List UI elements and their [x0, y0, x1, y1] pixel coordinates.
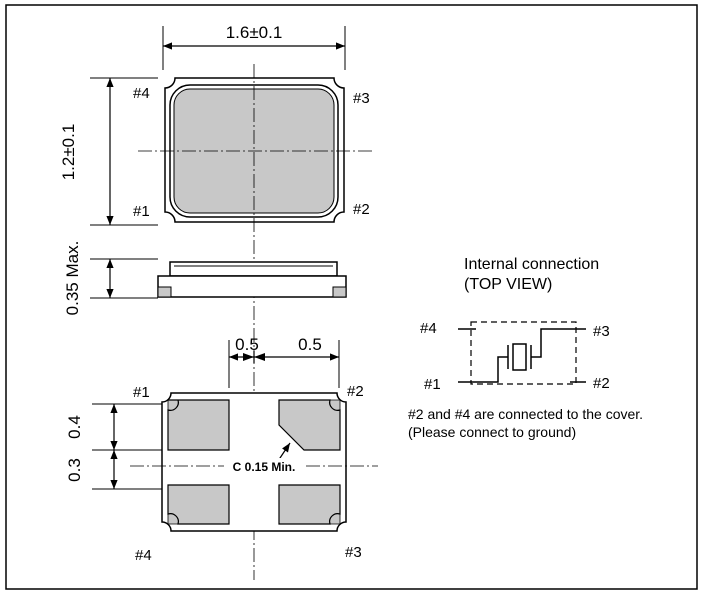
ic-pin1-label: #1 — [424, 376, 441, 393]
pad-pin3-label: #3 — [345, 544, 362, 561]
ic-pin4-label: #4 — [420, 320, 437, 337]
drawing-frame — [5, 4, 698, 590]
ic-pin2-label: #2 — [593, 375, 610, 392]
side-lid — [169, 261, 338, 277]
top-view: 1.6±0.1 1.2±0.1 #4 #3 #1 #2 — [59, 23, 372, 580]
internal-connection: Internal connection (TOP VIEW) #4 #3 #1 … — [408, 256, 643, 440]
side-base — [157, 275, 347, 298]
pad-3 — [278, 484, 341, 525]
pad-pin1-label: #1 — [133, 384, 150, 401]
ic-pin3-label: #3 — [593, 323, 610, 340]
top-pin4-label: #4 — [133, 85, 150, 102]
cover-note-line1: #2 and #4 are connected to the cover. — [408, 406, 643, 422]
top-pin3-label: #3 — [353, 90, 370, 107]
top-pin2-label: #2 — [353, 201, 370, 218]
upper-pad-dimension-label: 0.4 — [65, 415, 84, 439]
pad-4 — [167, 484, 230, 525]
side-terminal-right — [332, 286, 347, 298]
pin3-wire — [531, 328, 570, 358]
side-view: 0.35 Max. — [63, 241, 347, 316]
pad-view: 0.5 0.5 0.4 0.3 C 0.15 Min. #1 #2 #4 #3 — [65, 335, 378, 564]
internal-connection-subtitle: (TOP VIEW) — [464, 276, 552, 293]
crystal-symbol — [512, 343, 527, 371]
cover-note-line2: (Please connect to ground) — [408, 424, 576, 440]
pad-2 — [278, 399, 341, 451]
height-dimension-label: 1.2±0.1 — [59, 124, 78, 181]
pad-1 — [167, 399, 230, 451]
pad-pin2-label: #2 — [347, 383, 364, 400]
pitch-left-label: 0.5 — [235, 335, 259, 354]
pitch-right-label: 0.5 — [298, 335, 322, 354]
side-terminal-left — [157, 286, 172, 298]
lower-pad-dimension-label: 0.3 — [65, 458, 84, 482]
pad-pin4-label: #4 — [135, 547, 152, 564]
chamfer-note: C 0.15 Min. — [233, 460, 296, 474]
cover-dashed-outline — [470, 321, 577, 385]
side-height-dimension-label: 0.35 Max. — [63, 241, 82, 316]
internal-connection-title: Internal connection — [464, 256, 599, 273]
top-pin1-label: #1 — [133, 203, 150, 220]
width-dimension-label: 1.6±0.1 — [226, 23, 283, 42]
pin1-wire — [458, 356, 508, 383]
